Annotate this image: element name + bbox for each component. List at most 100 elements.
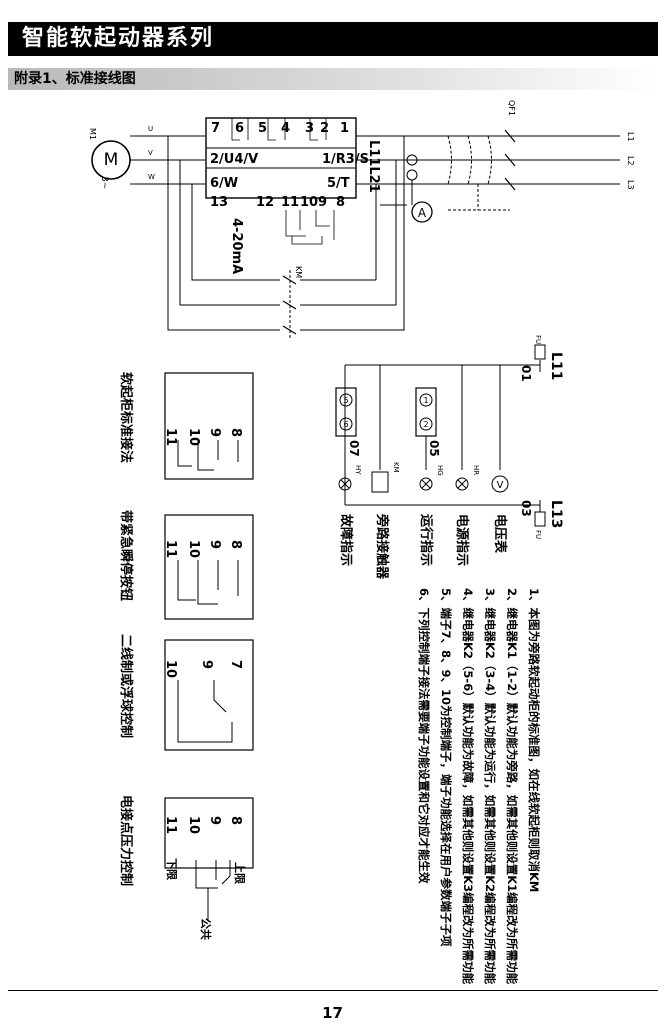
terminal-5: 5 bbox=[258, 121, 267, 136]
line-l1: L1 bbox=[626, 132, 635, 142]
signal-label: 4-20mA bbox=[229, 218, 244, 274]
v3-term-9: 9 bbox=[199, 660, 214, 669]
variant-3-title: 二线制或浮球控制 bbox=[118, 634, 134, 738]
v4-term-10: 10 bbox=[186, 816, 201, 834]
v-label: V bbox=[148, 149, 153, 157]
v4-upper: 上限 bbox=[233, 862, 247, 884]
note-2: 2、继电器K1（1-2）默认功能为旁路，如需其他则设置K1编程改为所需功能 bbox=[505, 588, 519, 985]
note-6: 6、下列控制端子接法需要端子功能设置和它对应才能生效 bbox=[417, 588, 431, 884]
fault-lamp-icon bbox=[338, 477, 352, 491]
note-4: 4、继电器K2（5-6）默认功能为故障，如需其他则设置K3编程改为所需功能 bbox=[461, 588, 475, 985]
caption-bypass: 旁路接触器 bbox=[374, 513, 390, 580]
lamp-hr: HR bbox=[472, 465, 480, 475]
control-terminal-07: 07 bbox=[347, 440, 361, 457]
caption-fault: 故障指示 bbox=[338, 514, 354, 566]
variant-2-title: 带紧急瞬停按钮 bbox=[118, 510, 134, 601]
variant-3-diagram: 10 9 7 bbox=[163, 639, 254, 751]
terminal-row-t: 5/T bbox=[327, 176, 350, 191]
bypass-coil-icon bbox=[371, 471, 389, 493]
caption-power: 电源指示 bbox=[454, 514, 470, 566]
v1-term-9: 9 bbox=[207, 428, 222, 437]
control-l13: L13 bbox=[548, 500, 564, 528]
line-l3: L3 bbox=[626, 180, 635, 190]
v2-term-9: 9 bbox=[207, 540, 222, 549]
v3-term-7: 7 bbox=[228, 660, 243, 669]
lamp-hy: HY bbox=[354, 465, 362, 475]
relay-mark-1: 1 bbox=[423, 396, 428, 405]
v4-common: 公共 bbox=[199, 918, 213, 940]
note-3: 3、继电器K2（3-4）默认功能为运行，如需其他则设置K2编程改为所需功能 bbox=[483, 588, 497, 985]
page-title: 智能软起动器系列 bbox=[22, 26, 215, 51]
control-l11: L11 bbox=[548, 352, 564, 380]
variant-1-title: 软起柜标准接法 bbox=[118, 372, 134, 463]
v3-term-10: 10 bbox=[163, 660, 178, 678]
note-5: 5、端子7、8、9、10为控制端子，端子功能选择在用户参数端子子项 bbox=[439, 588, 453, 947]
terminal-4: 4 bbox=[281, 121, 290, 136]
terminal-13: 13 bbox=[210, 195, 228, 210]
section-title: 附录1、标准接线图 bbox=[14, 71, 136, 87]
v2-term-11: 11 bbox=[163, 540, 178, 558]
terminal-8: 8 bbox=[336, 195, 345, 210]
soft-starter-block bbox=[205, 117, 357, 199]
relay-mark-6: 6 bbox=[343, 420, 348, 429]
variant-4-diagram: 11 10 9 8 下限 上限 公共 bbox=[163, 797, 254, 940]
variant-titles: 软起柜标准接法 带紧急瞬停按钮 二线制或浮球控制 电接点压力控制 bbox=[118, 372, 134, 886]
variant-1-diagram: 11 10 9 8 bbox=[163, 372, 254, 480]
w-label: W bbox=[148, 173, 155, 181]
power-circuit: M 3~ M1 U V W 7 6 5 4 3 2 1 2/U4/V 1/R3/… bbox=[88, 100, 635, 340]
fuse-1: FU bbox=[534, 335, 542, 344]
terminal-9: 9 bbox=[318, 195, 327, 210]
u-label: U bbox=[148, 125, 153, 133]
motor-label: M1 bbox=[88, 128, 97, 140]
voltmeter-label: V bbox=[497, 480, 504, 491]
ammeter-label: A bbox=[418, 206, 427, 220]
control-terminal-05: 05 bbox=[427, 440, 441, 457]
lamp-km: KM bbox=[392, 462, 400, 473]
v1-term-8: 8 bbox=[228, 428, 243, 437]
section-bar: 附录1、标准接线图 bbox=[8, 68, 658, 90]
terminal-6: 6 bbox=[235, 121, 244, 136]
v4-term-9: 9 bbox=[207, 816, 222, 825]
voltmeter-icon bbox=[491, 475, 509, 493]
page-number: 17 bbox=[322, 1004, 343, 1022]
v1-term-11: 11 bbox=[163, 428, 178, 446]
bypass-label: KM bbox=[294, 266, 303, 278]
footer-rule bbox=[8, 990, 658, 991]
header-bar: 智能软起动器系列 bbox=[8, 22, 658, 56]
terminal-2: 2 bbox=[320, 121, 329, 136]
breaker-label: QF1 bbox=[507, 100, 516, 116]
terminal-row-u: 2/U4/V bbox=[210, 152, 258, 167]
lamp-hg: HG bbox=[436, 465, 444, 476]
fuse-2: FU bbox=[534, 530, 542, 539]
terminal-7: 7 bbox=[211, 121, 220, 136]
terminal-12: 12 bbox=[256, 195, 274, 210]
notes: 1、本图为旁路软起动柜的标准图，如在线软起柜则取消KM 2、继电器K1（1-2）… bbox=[417, 588, 541, 985]
v4-lower: 下限 bbox=[165, 858, 179, 880]
relay-mark-5: 5 bbox=[343, 396, 348, 405]
control-circuit: L11 L13 FU FU 5 6 1 2 V bbox=[335, 335, 564, 580]
v4-term-11: 11 bbox=[163, 816, 178, 834]
caption-voltmeter: 电压表 bbox=[492, 514, 508, 554]
motor-symbol: M bbox=[104, 150, 119, 170]
caption-run: 运行指示 bbox=[418, 514, 434, 566]
terminal-row-w: 6/W bbox=[210, 176, 238, 191]
power-lamp-icon bbox=[455, 477, 469, 491]
relay-mark-2: 2 bbox=[423, 420, 428, 429]
terminal-row-r: 1/R3/S bbox=[322, 152, 369, 167]
terminal-11: 11 bbox=[281, 195, 299, 210]
control-terminal-01: 01 bbox=[519, 365, 533, 382]
run-lamp-icon bbox=[419, 477, 433, 491]
ammeter-icon bbox=[411, 201, 433, 223]
terminal-l11l21: L11L21 bbox=[366, 140, 381, 193]
terminal-1: 1 bbox=[340, 121, 349, 136]
line-l2: L2 bbox=[626, 156, 635, 166]
variant-2-diagram: 11 10 9 8 bbox=[163, 514, 254, 620]
note-1: 1、本图为旁路软起动柜的标准图，如在线软起柜则取消KM bbox=[527, 588, 541, 892]
v2-term-8: 8 bbox=[228, 540, 243, 549]
terminal-3: 3 bbox=[305, 121, 314, 136]
motor-phase: 3~ bbox=[99, 176, 109, 189]
terminal-10: 10 bbox=[300, 195, 318, 210]
variant-4-title: 电接点压力控制 bbox=[118, 795, 134, 886]
v2-term-10: 10 bbox=[186, 540, 201, 558]
